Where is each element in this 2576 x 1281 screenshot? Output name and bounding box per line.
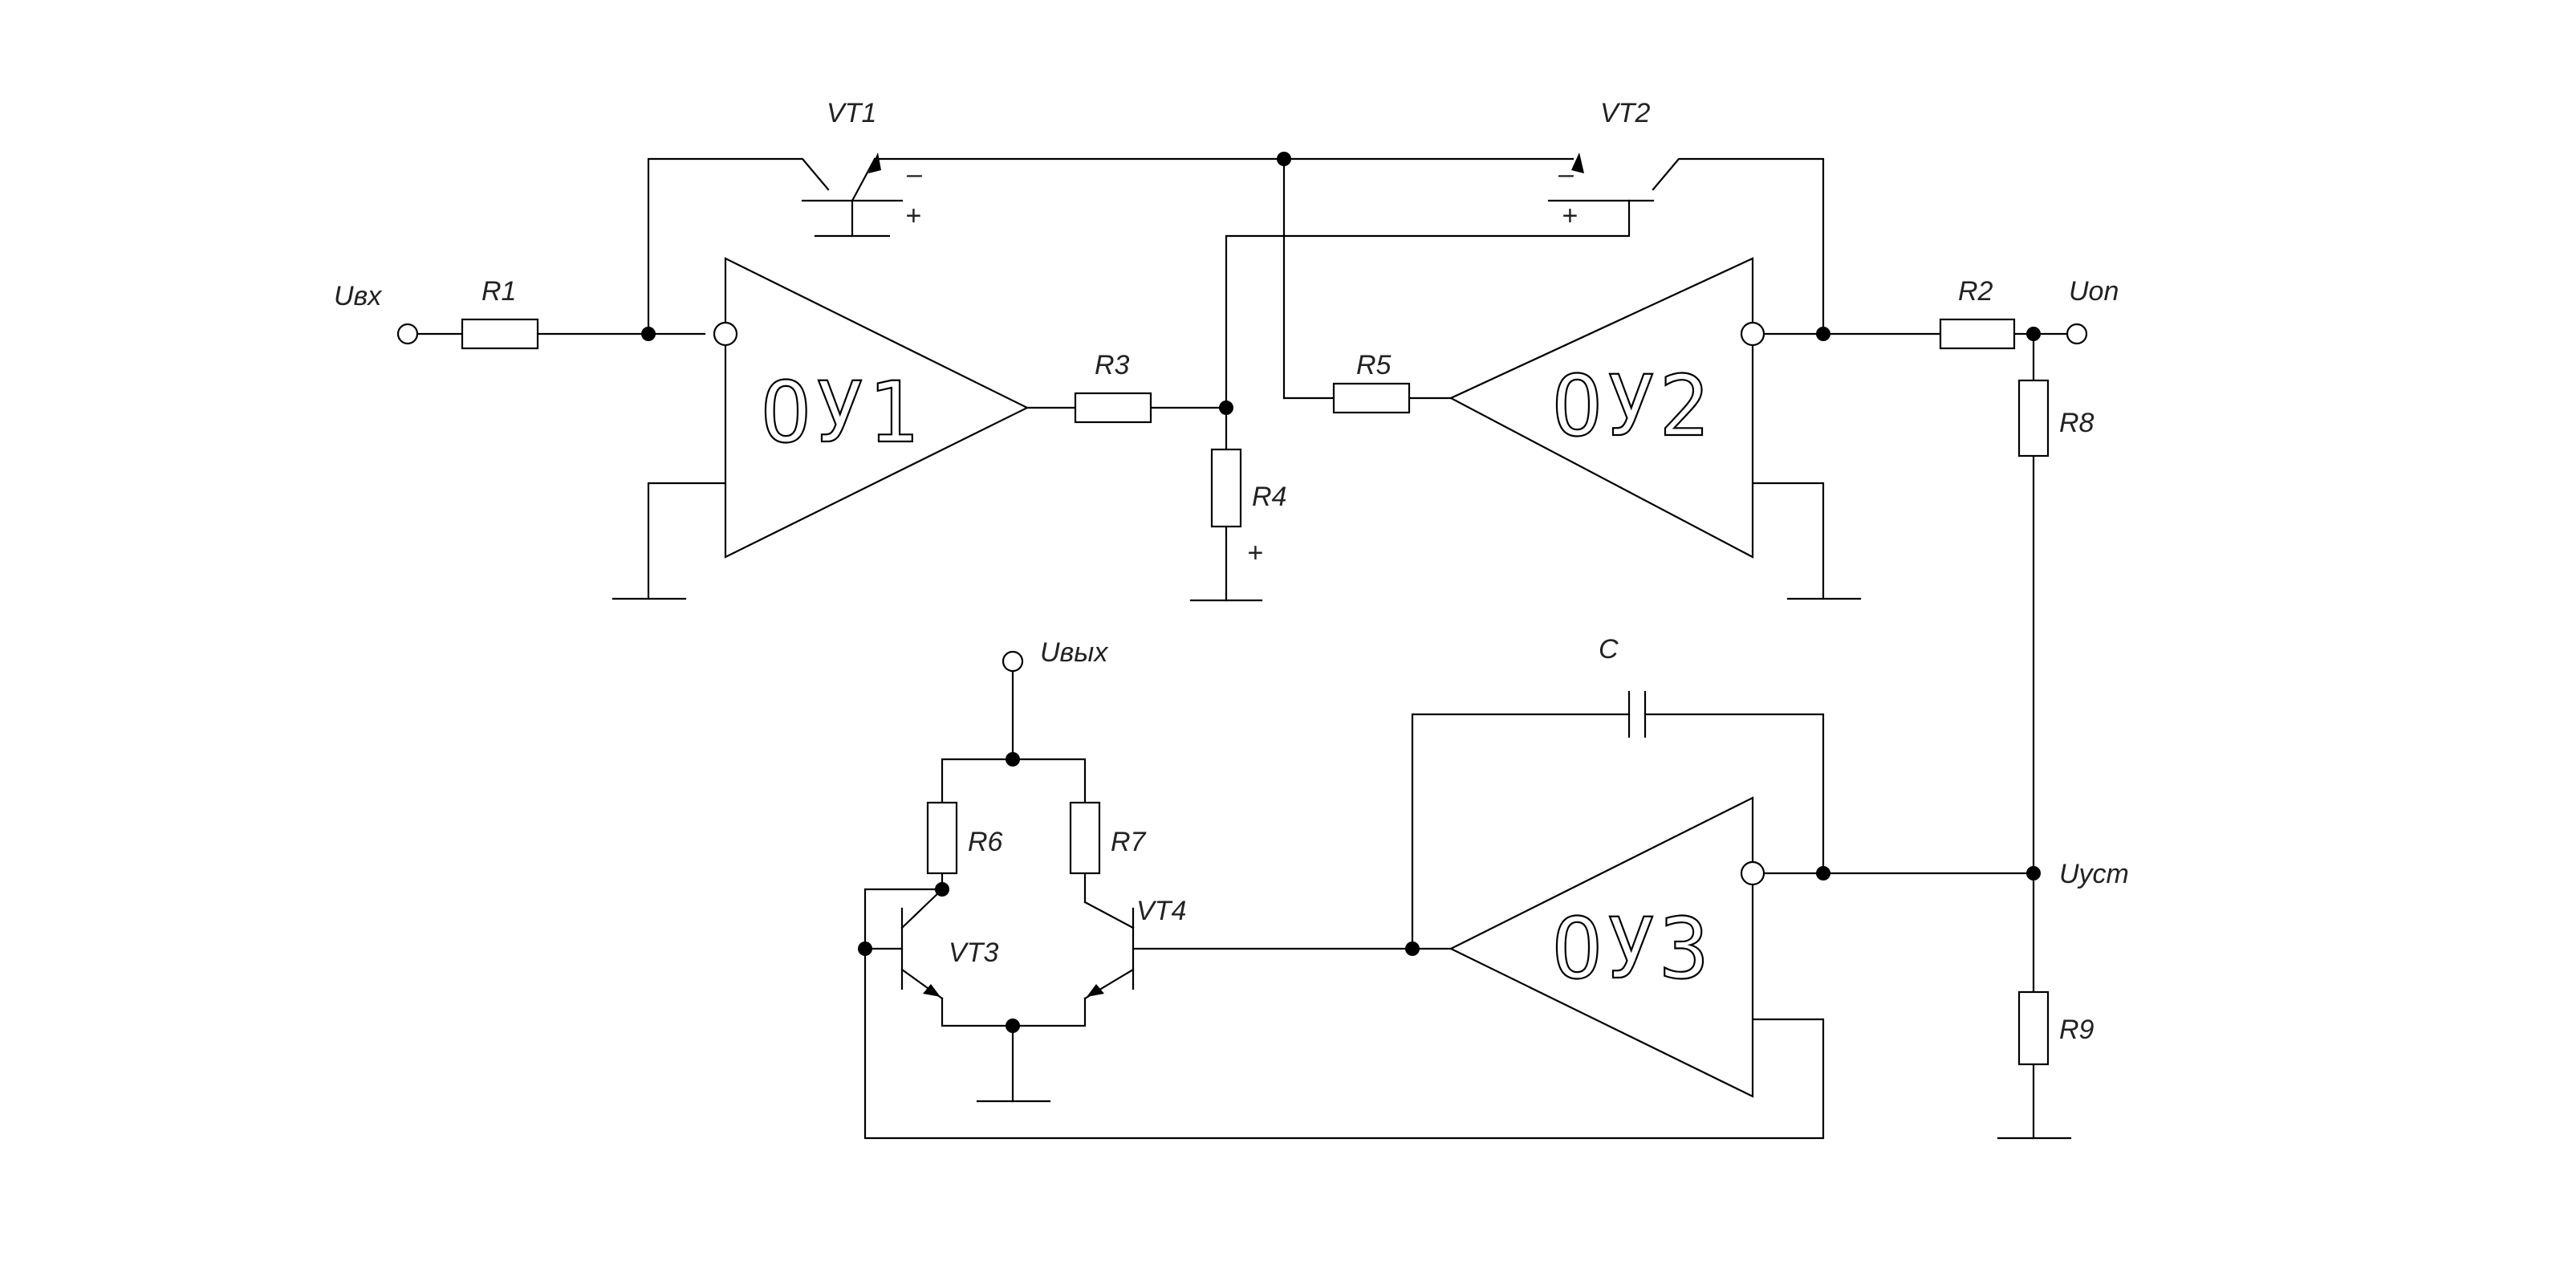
opamp-oa3: ОУ3 [1448, 796, 1765, 1098]
label-r8: R8 [2059, 408, 2095, 438]
resistor-r4 [1210, 448, 1242, 528]
component-labels: Uвх R1 VT1 – + VT2 – + R3 R4 + R5 R2 Uon… [334, 98, 2129, 1045]
resistor-r3 [1074, 392, 1152, 424]
resistor-r5 [1332, 382, 1411, 414]
wires [416, 157, 2072, 1140]
label-vt1-plus: + [905, 201, 921, 231]
resistor-r7 [1069, 801, 1101, 875]
label-r4: R4 [1252, 482, 1286, 512]
opamp-oa1: ОУ1 [713, 257, 1030, 559]
terminal-u-in [396, 323, 419, 345]
terminals [396, 323, 2088, 673]
opamp-label-oa3: ОУ3 [1552, 900, 1713, 998]
opamp-label-oa2: ОУ2 [1552, 357, 1713, 455]
resistor-r9 [2017, 990, 2050, 1066]
resistor-r2 [1939, 318, 2016, 350]
label-r3: R3 [1095, 350, 1130, 380]
junction-dots [641, 152, 2041, 1033]
resistor-r1 [461, 318, 539, 350]
terminal-u-ref [2066, 323, 2088, 345]
label-u-ref: Uon [2069, 276, 2119, 307]
label-r9: R9 [2059, 1015, 2095, 1045]
opamp-oa2: ОУ2 [1448, 257, 1765, 559]
label-r1: R1 [481, 276, 516, 307]
transistor-arrows [868, 152, 1584, 997]
label-vt1-minus: – [906, 159, 923, 189]
resistor-r8 [2017, 379, 2050, 458]
terminal-u-out [1002, 650, 1024, 673]
label-r2: R2 [1958, 276, 1993, 307]
label-r5: R5 [1356, 350, 1392, 380]
label-u-set: Uуст [2059, 859, 2129, 889]
resistor-r6 [926, 801, 958, 875]
label-vt2-minus: – [1558, 159, 1574, 189]
resistors [461, 318, 2050, 1066]
label-vt2-plus: + [1562, 201, 1578, 231]
label-r6: R6 [968, 827, 1003, 857]
label-u-out: Uвых [1040, 637, 1108, 668]
label-u-in: Uвх [334, 281, 382, 311]
label-vt2: VT2 [1600, 98, 1650, 128]
label-vt4: VT4 [1136, 896, 1186, 926]
label-vt1: VT1 [827, 98, 876, 128]
label-r4-plus: + [1247, 538, 1263, 568]
label-c: C [1599, 634, 1619, 665]
label-vt3: VT3 [949, 937, 998, 968]
label-r7: R7 [1111, 827, 1147, 857]
opamp-label-oa1: ОУ1 [761, 364, 921, 462]
